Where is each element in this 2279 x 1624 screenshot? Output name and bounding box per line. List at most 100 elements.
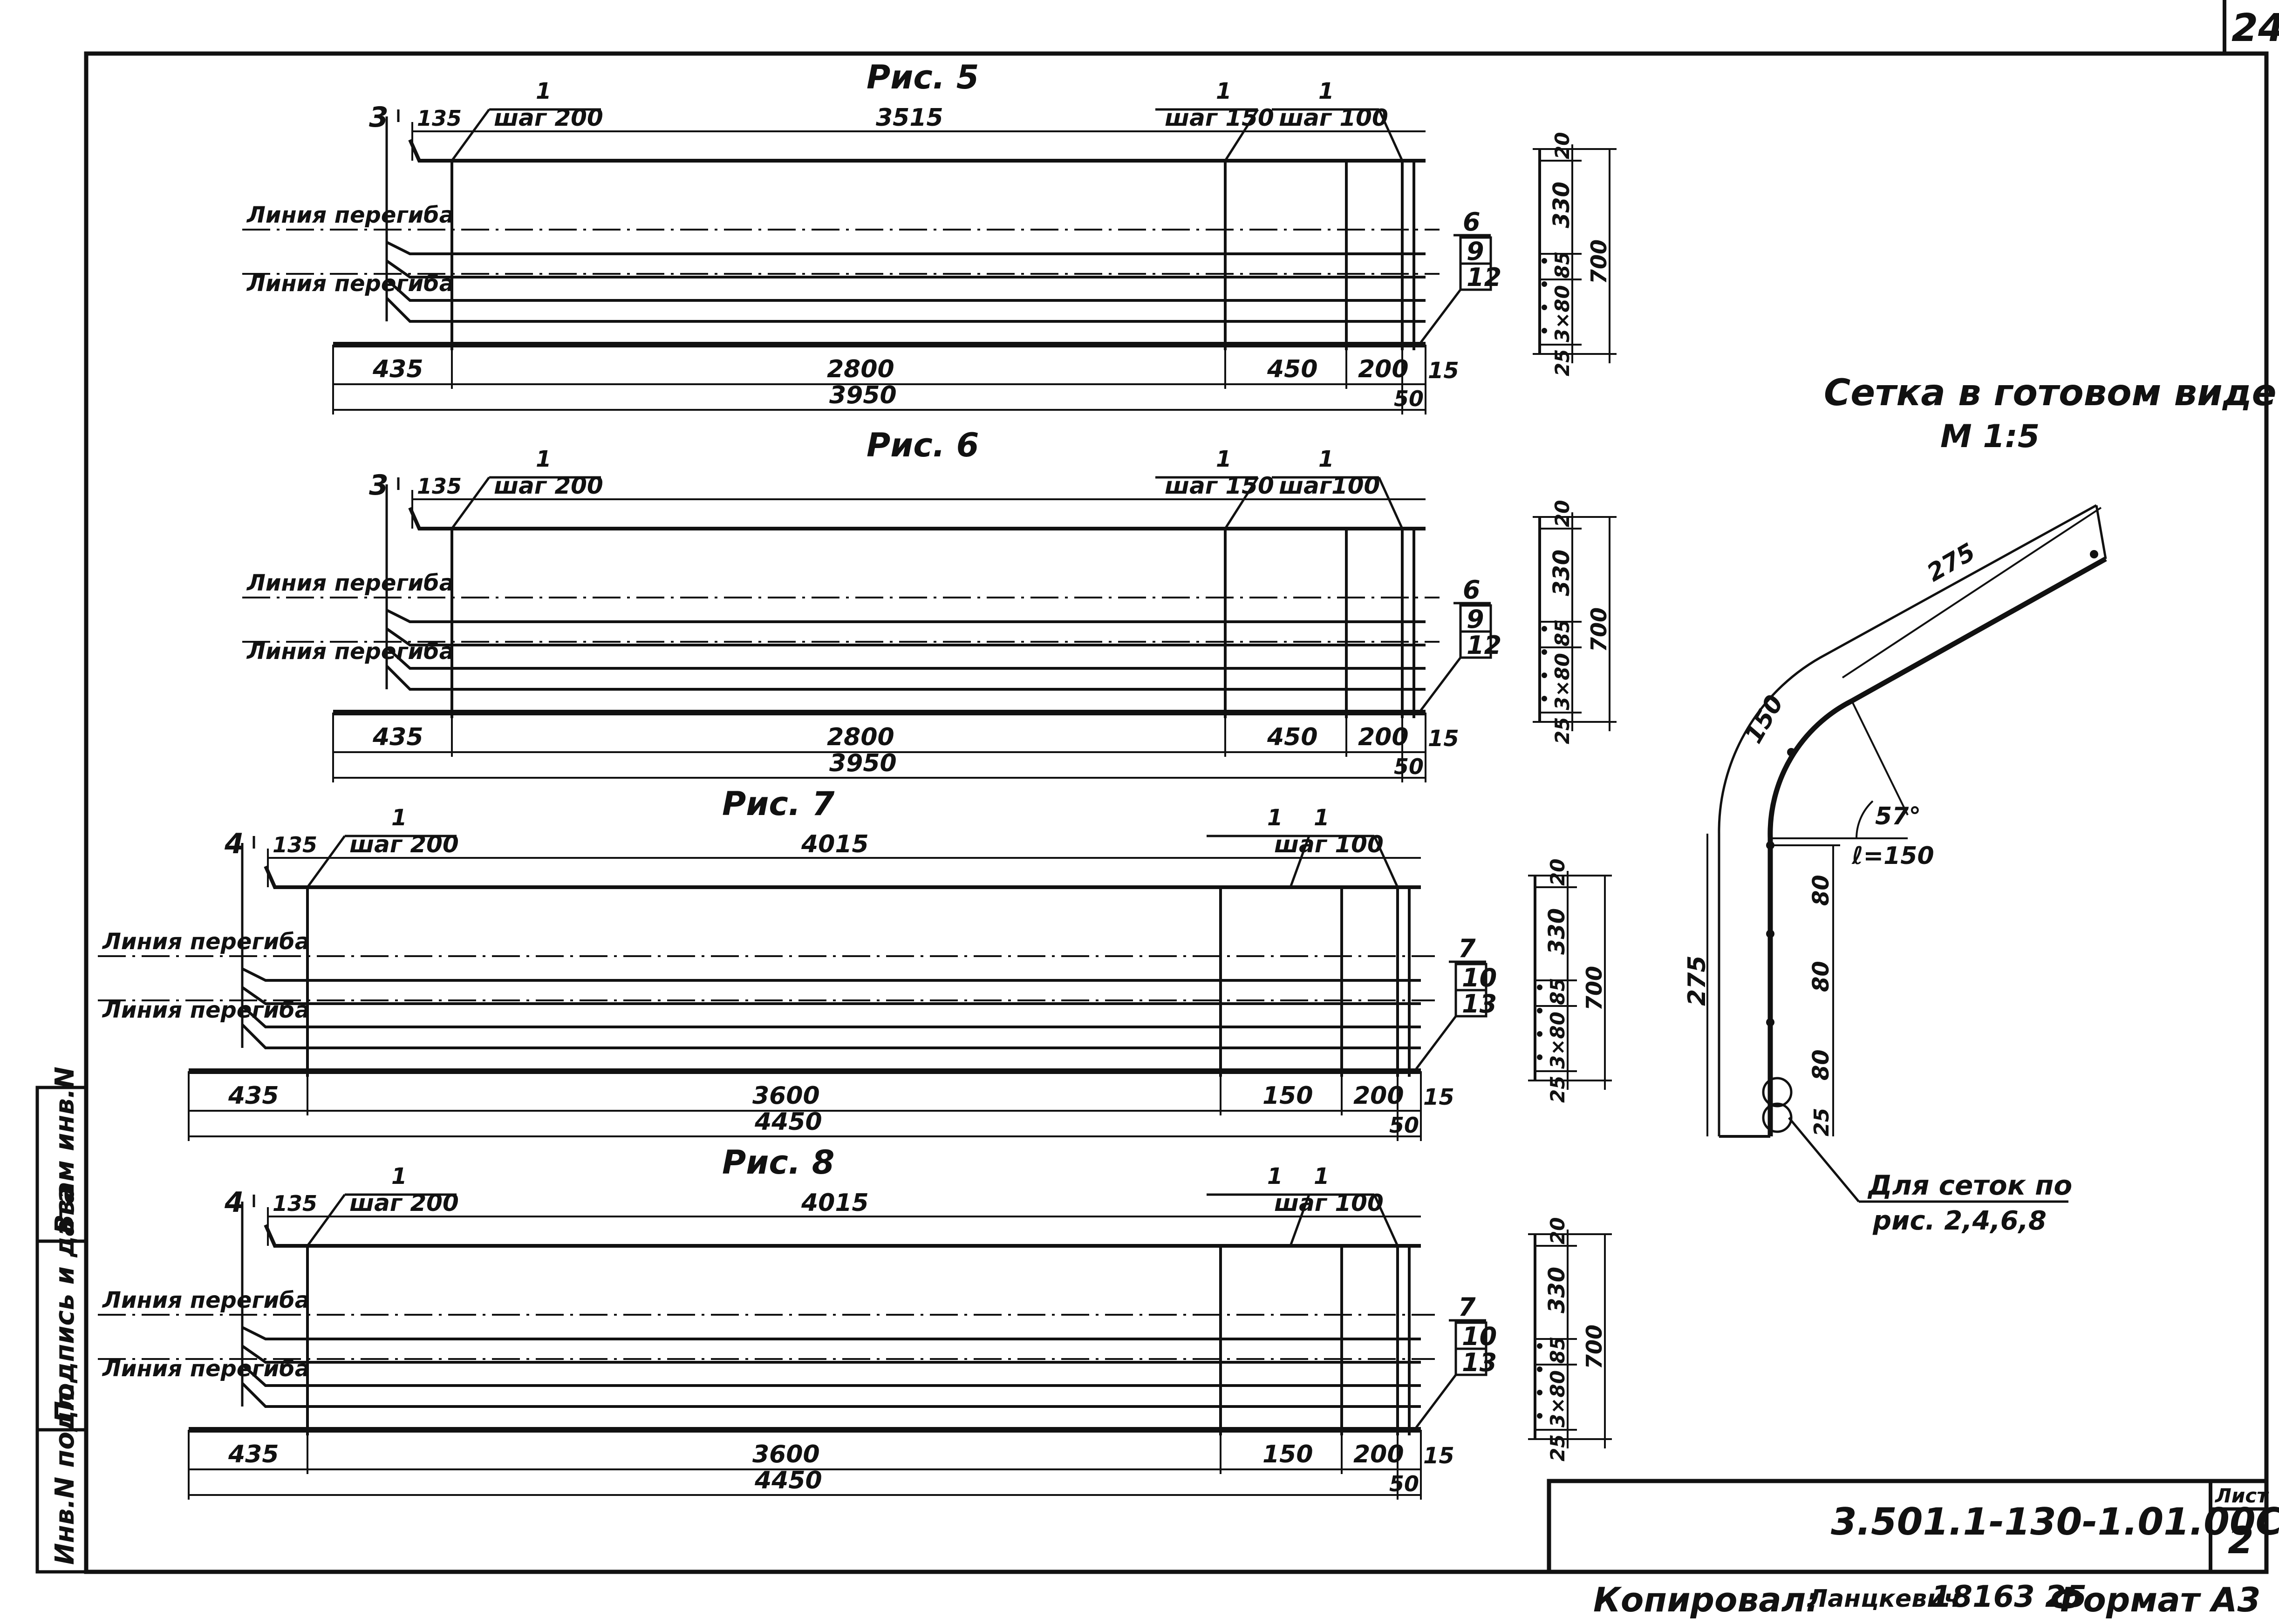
step-right-pos: 1	[1314, 1163, 1329, 1189]
rod-callouts: 7 10 13	[1415, 1292, 1497, 1428]
rod-callouts: 7 10 13	[1415, 934, 1497, 1070]
bent-bar-inner	[1767, 557, 2107, 1136]
rod-top	[264, 865, 1421, 889]
vdim-20: 20	[1551, 132, 1574, 159]
figure-title: Рис. 7	[722, 785, 835, 823]
step-right-pos: 1	[1318, 78, 1334, 104]
figures: Рис. 5 3 135 3515 1 шаг 200 1 шаг 150 1 …	[98, 58, 1617, 1500]
figure-title: Рис. 8	[722, 1143, 835, 1182]
bend-label-2: Линия перегиба	[246, 639, 454, 665]
step-mid: 1	[1207, 805, 1310, 888]
dim-135: 135	[417, 474, 462, 499]
figure-title: Рис. 6	[867, 426, 979, 464]
vdim-25: 25	[1546, 1434, 1569, 1461]
rod-number-3: 12	[1467, 631, 1501, 660]
vdim-330: 330	[1549, 182, 1575, 228]
rod-2	[241, 967, 1421, 982]
dim-total: 4450	[754, 1108, 822, 1136]
copied-label: Копировал:	[1593, 1580, 1819, 1619]
vdim-85: 85	[1546, 978, 1569, 1005]
vdim-20: 20	[1546, 859, 1569, 886]
figure-7: Рис. 7 4 135 4015 1 шаг 200 1 1 шаг 100	[98, 785, 1612, 1141]
bend-label-2: Линия перегиба	[102, 997, 310, 1023]
step-mid-pos: 1	[1267, 1163, 1283, 1189]
rod-4	[385, 646, 1426, 670]
dim-tail: 50	[1394, 386, 1424, 411]
vdim-3x80: 3×80	[1551, 653, 1574, 710]
rod-3	[241, 986, 1421, 1005]
copied-signature: Ланцкевич	[1807, 1585, 1960, 1613]
mesh-note-2: рис. 2,4,6,8	[1872, 1206, 2047, 1236]
dim-total: 3950	[829, 749, 897, 777]
document-designation: 3.501.1-130-1.01.00СБ	[1831, 1500, 2279, 1543]
dim-seg-end: 15	[1428, 726, 1459, 752]
stamp-vzam-inv: Взам инв.N	[50, 1067, 80, 1234]
rod-number-1: 7	[1458, 934, 1476, 963]
mesh-scale: М 1:5	[1940, 418, 2040, 455]
rod-number-1: 6	[1463, 207, 1481, 237]
vdim-330: 330	[1549, 550, 1575, 596]
vdim-700: 700	[1582, 966, 1607, 1011]
rod-5	[385, 297, 1426, 323]
rod-2	[386, 609, 1426, 623]
bend-label-1: Линия перегиба	[102, 929, 310, 955]
top-length: 4015	[801, 1189, 869, 1217]
rod-2	[241, 1326, 1421, 1340]
rod-number-3: 13	[1462, 1348, 1497, 1377]
rod-4	[241, 1363, 1421, 1387]
dim-seg-4: 200	[1353, 1082, 1404, 1110]
step-mid: 1 шаг 150	[1155, 78, 1274, 162]
position-number: 3	[369, 469, 389, 502]
rod-number-2: 10	[1462, 1322, 1497, 1351]
rod-number-3: 13	[1462, 989, 1497, 1019]
dim-135: 135	[273, 1191, 317, 1216]
figure-6: Рис. 6 3 135 1 шаг 200 1 шаг 150 1 шаг10…	[242, 426, 1617, 782]
vdim-700: 700	[1586, 607, 1611, 652]
cross-section-dims: 20 330 85 3×80 25 700	[1528, 859, 1612, 1103]
mesh-l150: ℓ=150	[1851, 842, 1934, 870]
step-mid-pos: 1	[1216, 446, 1231, 472]
dim-seg-3: 450	[1267, 723, 1318, 751]
vdim-25: 25	[1551, 349, 1574, 376]
step-mid-pos: 1	[1267, 805, 1283, 831]
top-length: 3515	[876, 104, 943, 132]
cross-section-dims: 20 330 85 3×80 25 700	[1533, 500, 1617, 744]
rod-top	[264, 1224, 1421, 1248]
mesh-dim-80-1: 80	[1808, 875, 1834, 906]
bend-label-2: Линия перегиба	[102, 1356, 310, 1382]
dim-seg-4: 200	[1358, 723, 1409, 751]
dim-tail: 50	[1389, 1471, 1419, 1496]
vdim-330: 330	[1544, 1267, 1570, 1313]
rod-number-2: 9	[1467, 605, 1484, 634]
cross-section-dims: 20 330 85 3×80 25 700	[1528, 1217, 1612, 1461]
position-number: 4	[224, 828, 244, 860]
format-label: Формат А3	[2050, 1580, 2260, 1619]
top-length: 4015	[801, 830, 869, 858]
bend-label-2: Линия перегиба	[246, 271, 454, 297]
dim-seg-2: 3600	[752, 1441, 820, 1468]
vdim-330: 330	[1544, 908, 1570, 955]
step-mid: 1 шаг 150	[1155, 446, 1274, 530]
step-left-pos: 1	[536, 446, 551, 472]
sheet-label: Лист	[2214, 1484, 2269, 1507]
vdim-700: 700	[1582, 1325, 1607, 1369]
mesh-dim-80-3: 80	[1808, 1049, 1834, 1080]
title-block: Лист 2 3.501.1-130-1.01.00СБ Копировал: …	[1547, 1479, 2279, 1619]
copied-code: 18163 25	[1931, 1580, 2087, 1614]
dim-135: 135	[273, 832, 317, 857]
sheet-number: 2	[2228, 1519, 2254, 1562]
vdim-25: 25	[1551, 717, 1574, 744]
vdim-85: 85	[1546, 1337, 1569, 1364]
vdim-85: 85	[1551, 619, 1574, 646]
rod-callouts: 6 9 12	[1420, 575, 1501, 711]
dim-total: 3950	[829, 381, 897, 409]
dim-seg-1: 435	[228, 1441, 279, 1468]
figure-8: Рис. 8 4 135 4015 1 шаг 200 1 1 шаг 100	[98, 1143, 1612, 1500]
dim-seg-end: 15	[1423, 1443, 1454, 1469]
rod-top	[408, 507, 1426, 530]
rod-3	[241, 1345, 1421, 1364]
dim-seg-4: 200	[1353, 1441, 1404, 1468]
rod-5	[241, 1023, 1421, 1049]
vdim-3x80: 3×80	[1546, 1370, 1569, 1427]
